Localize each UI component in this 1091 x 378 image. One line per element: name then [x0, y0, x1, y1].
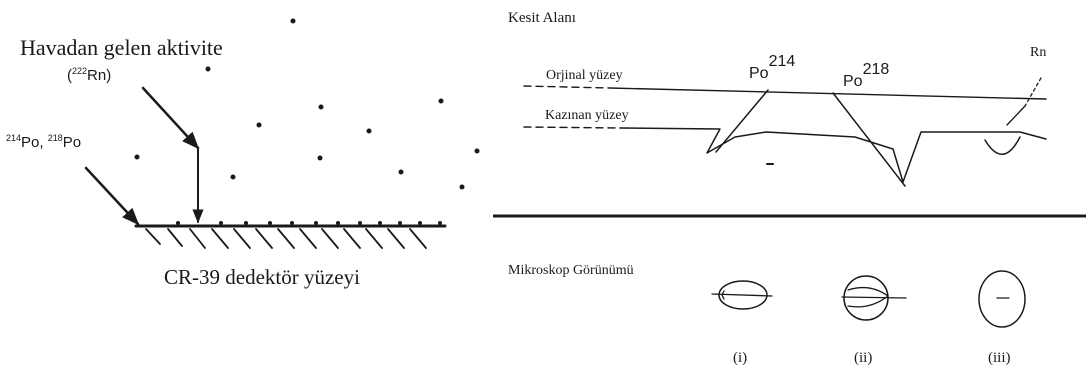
rn-track-dashed — [1024, 77, 1042, 107]
view-i-label: (i) — [733, 350, 747, 366]
rn-pit — [984, 136, 1021, 155]
view-iii-drawing — [978, 270, 1026, 328]
original-surface-line — [609, 87, 1047, 100]
cross-section-panel: Kesit Alanı Orjinal yüzey Kazınan yüzey … — [508, 10, 1047, 187]
po214-label: Po214 — [749, 53, 795, 82]
po214-track — [715, 89, 769, 153]
po218-track — [832, 92, 906, 187]
po-sources-label: 214Po, 218Po — [6, 133, 81, 151]
surface-deposits — [176, 221, 442, 225]
view-ii-label: (ii) — [854, 350, 872, 366]
rn-track — [1006, 105, 1026, 126]
rn-arrow — [141, 86, 200, 150]
airborne-particles — [134, 18, 480, 190]
view-i-drawing — [711, 280, 773, 310]
etched-surface-profile — [619, 127, 1047, 183]
view-iii-label: (iii) — [988, 350, 1011, 366]
view-ii-drawing — [841, 275, 907, 321]
po218-label: Po218 — [843, 61, 889, 90]
etched-surface-dashed — [523, 126, 621, 129]
microscope-title: Mikroskop Görünümü — [508, 263, 634, 278]
left-panel: Havadan gelen aktivite (222Rn) 214Po, 21… — [6, 18, 480, 289]
cross-section-title: Kesit Alanı — [508, 10, 576, 26]
po-arrow — [84, 166, 140, 226]
airborne-activity-label: Havadan gelen aktivite — [20, 35, 223, 60]
rn-label: Rn — [1030, 45, 1046, 60]
detector-hatching — [145, 228, 427, 249]
microscope-panel: Mikroskop Görünümü (i) (ii) (iii) — [508, 263, 1026, 366]
original-surface-dashed — [523, 85, 611, 89]
etched-surface-label: Kazınan yüzey — [545, 108, 629, 123]
original-surface-label: Orjinal yüzey — [546, 68, 623, 83]
rn-source-label: (222Rn) — [67, 66, 111, 84]
detector-label: CR-39 dedektör yüzeyi — [164, 265, 360, 289]
